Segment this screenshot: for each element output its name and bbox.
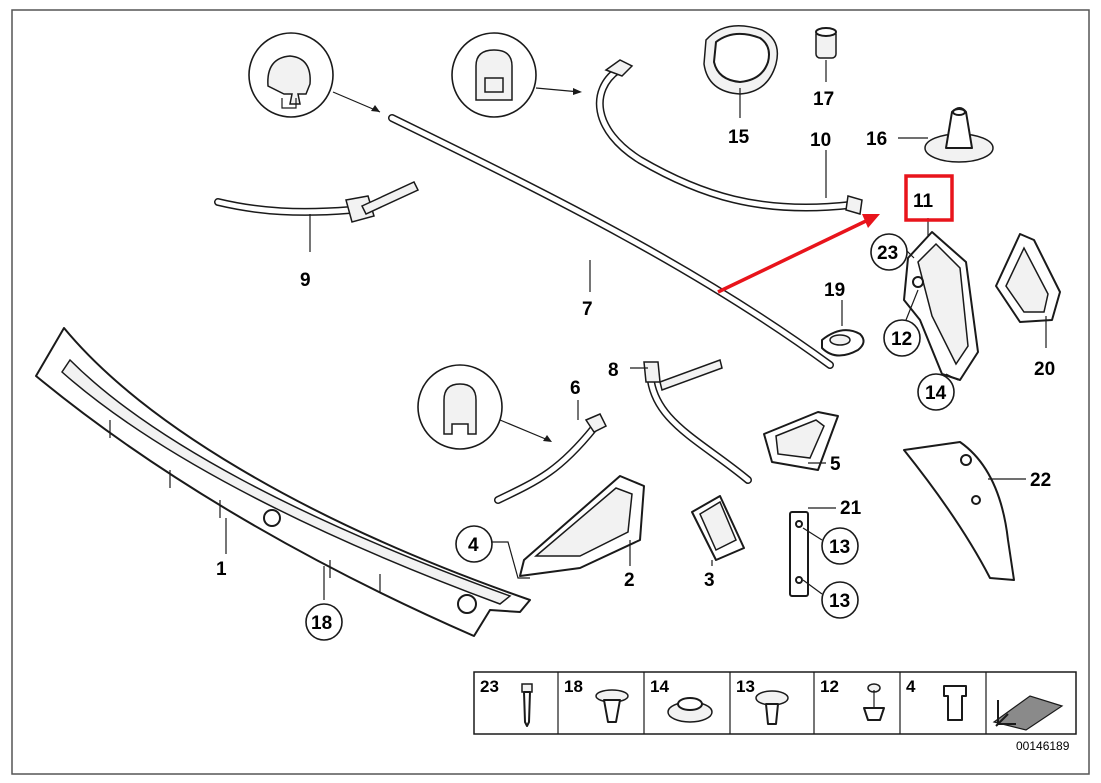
label-13b: 13 bbox=[829, 591, 850, 612]
clip-icon bbox=[943, 685, 967, 721]
part-11-panel bbox=[903, 231, 979, 381]
label-11: 11 bbox=[913, 191, 934, 212]
detail-circle-6 bbox=[417, 364, 503, 450]
label-19: 19 bbox=[824, 280, 845, 301]
document-id: 00146189 bbox=[1016, 739, 1070, 753]
detail-circle-7 bbox=[248, 32, 334, 118]
legend-item-4: 4 bbox=[906, 677, 916, 696]
part-3-block bbox=[691, 495, 745, 561]
part-15-grommet bbox=[703, 25, 779, 95]
label-14: 14 bbox=[925, 383, 947, 404]
label-2: 2 bbox=[624, 570, 635, 591]
part-1-cowl-panel bbox=[35, 327, 531, 637]
label-10: 10 bbox=[810, 130, 831, 151]
label-6: 6 bbox=[570, 378, 581, 399]
label-21: 21 bbox=[840, 498, 862, 519]
label-5: 5 bbox=[830, 454, 841, 475]
part-22-panel bbox=[903, 441, 1015, 581]
callout-4 bbox=[455, 525, 493, 563]
callout-23 bbox=[870, 233, 908, 271]
red-arrow-annotation bbox=[717, 214, 880, 294]
part-20-block bbox=[995, 233, 1061, 323]
label-8: 8 bbox=[608, 360, 619, 381]
label-7: 7 bbox=[582, 299, 593, 320]
fastener-legend: 23 18 14 13 12 4 bbox=[473, 671, 1077, 735]
label-23: 23 bbox=[877, 243, 898, 264]
part-19-gasket bbox=[821, 329, 865, 357]
legend-item-13: 13 bbox=[736, 677, 755, 696]
legend-item-18: 18 bbox=[564, 677, 583, 696]
pin-icon bbox=[863, 683, 885, 721]
callout-14 bbox=[917, 373, 955, 411]
label-16: 16 bbox=[866, 129, 887, 150]
label-17: 17 bbox=[813, 89, 834, 110]
part-16-boot bbox=[924, 107, 994, 163]
part-5-bracket bbox=[763, 411, 839, 471]
callout-13b bbox=[821, 581, 859, 619]
part-10-seal bbox=[595, 59, 863, 215]
part-6-hose bbox=[494, 413, 608, 504]
part-2-duct bbox=[519, 475, 645, 577]
part-21-plate bbox=[789, 511, 809, 597]
part-9-hose bbox=[214, 181, 420, 223]
label-12: 12 bbox=[891, 329, 912, 350]
rivet-icon bbox=[755, 690, 789, 725]
label-3: 3 bbox=[704, 570, 715, 591]
push-clip-icon bbox=[595, 689, 629, 723]
label-1: 1 bbox=[216, 559, 227, 580]
screw-icon bbox=[521, 683, 533, 727]
label-15: 15 bbox=[728, 127, 750, 148]
legend-item-14: 14 bbox=[650, 677, 669, 696]
part-8-hose bbox=[643, 359, 752, 484]
label-20: 20 bbox=[1034, 359, 1055, 380]
nut-icon bbox=[667, 697, 713, 723]
part-7-seal-strip bbox=[388, 114, 834, 369]
detail-circle-10 bbox=[451, 32, 537, 118]
label-9: 9 bbox=[300, 270, 311, 291]
direction-arrow-icon bbox=[992, 695, 1064, 731]
label-13a: 13 bbox=[829, 537, 850, 558]
diagram-frame bbox=[11, 9, 1090, 775]
label-18: 18 bbox=[311, 613, 332, 634]
highlight-box-11 bbox=[904, 174, 954, 222]
callout-18 bbox=[305, 603, 343, 641]
legend-item-12: 12 bbox=[820, 677, 839, 696]
legend-item-23: 23 bbox=[480, 677, 499, 696]
label-4: 4 bbox=[468, 535, 479, 556]
part-17-cap bbox=[815, 27, 837, 59]
callout-13a bbox=[821, 527, 859, 565]
label-22: 22 bbox=[1030, 470, 1051, 491]
callout-12 bbox=[883, 319, 921, 357]
